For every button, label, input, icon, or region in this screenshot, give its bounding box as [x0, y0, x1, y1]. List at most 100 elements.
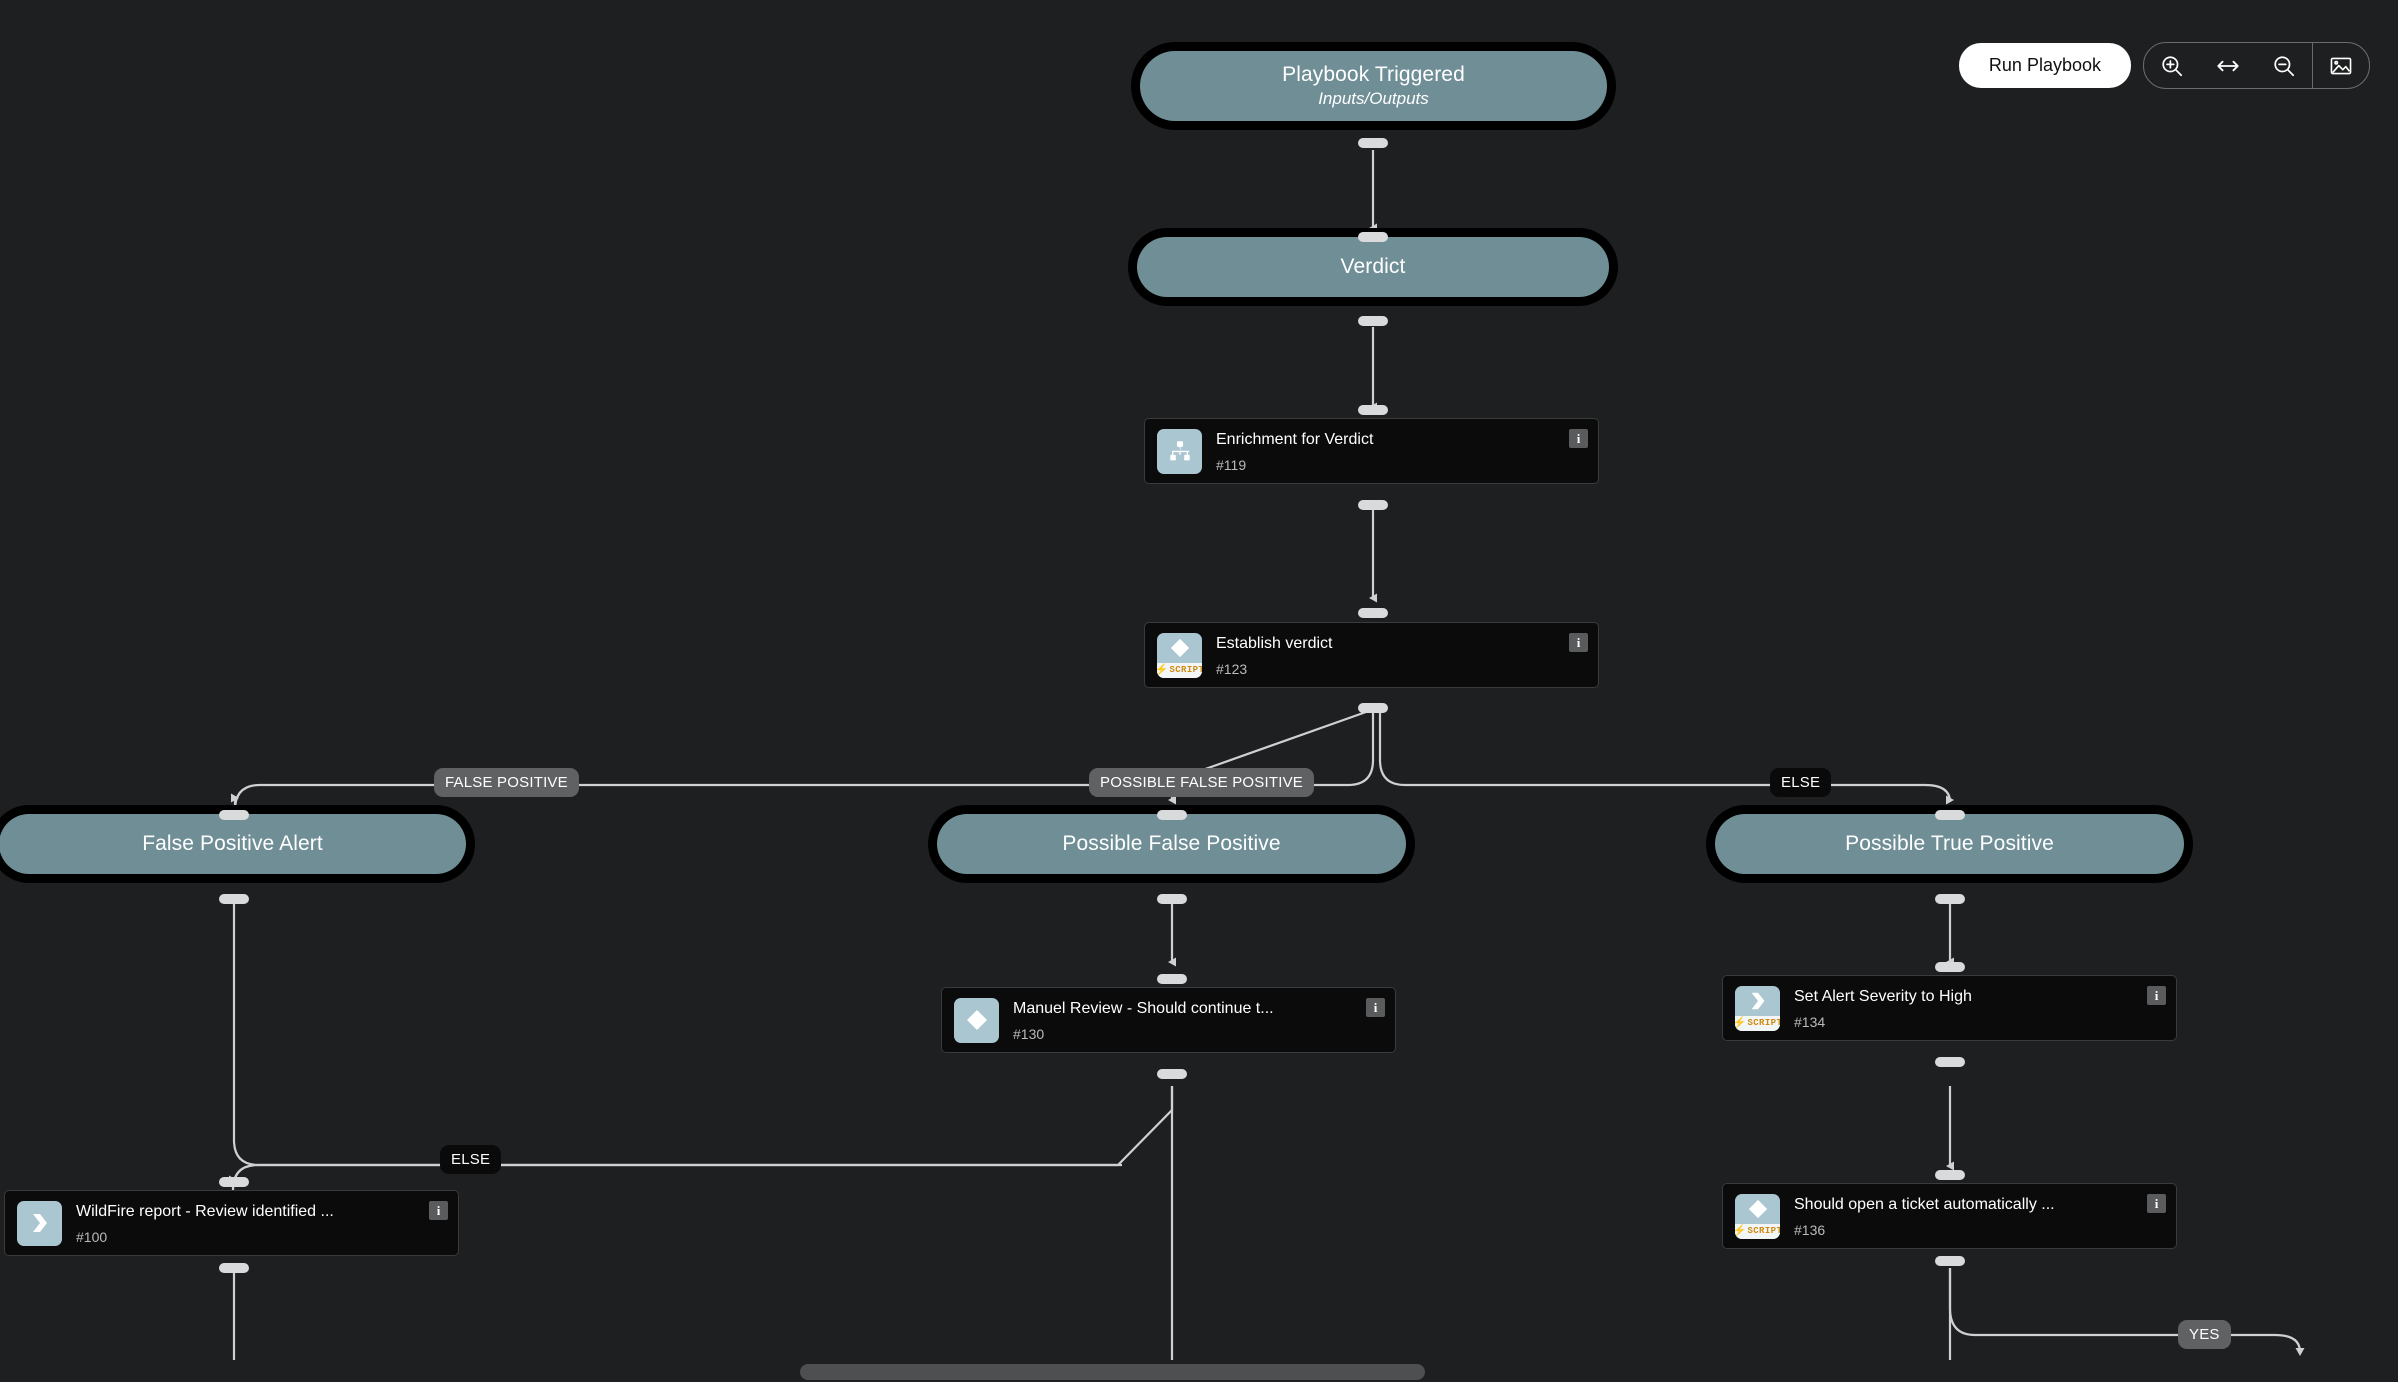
handle-set-alert-severity-in[interactable]: [1935, 962, 1965, 972]
manuel-review-body: Manuel Review - Should continue t... #13…: [999, 999, 1366, 1040]
handle-set-alert-severity-out[interactable]: [1935, 1057, 1965, 1067]
handle-wildfire-report-out[interactable]: [219, 1263, 249, 1273]
set-alert-severity-body: Set Alert Severity to High #134: [1780, 987, 2147, 1028]
node-establish-verdict[interactable]: ⚡ SCRIPT Establish verdict #123 i: [1144, 622, 1599, 688]
diamond-glyph: [1157, 633, 1202, 664]
establish-verdict-title: Establish verdict: [1216, 635, 1333, 653]
node-wildfire-report[interactable]: WildFire report - Review identified ... …: [4, 1190, 459, 1256]
node-enrichment-for-verdict[interactable]: Enrichment for Verdict #119 i: [1144, 418, 1599, 484]
chevron-glyph: [17, 1201, 62, 1246]
horizontal-scrollbar-thumb[interactable]: [800, 1364, 1425, 1380]
condition-diamond-icon: ⚡ SCRIPT: [1157, 632, 1202, 678]
canvas-toolbar: Run Playbook: [1958, 42, 2370, 89]
should-open-ticket-id: #136: [1794, 1221, 1826, 1238]
handle-playbook-triggered-out[interactable]: [1358, 138, 1388, 148]
playbook-triggered-subtitle: Inputs/Outputs: [1318, 88, 1429, 108]
handle-enrichment-in[interactable]: [1358, 405, 1388, 415]
edge-label-else-top[interactable]: ELSE: [1770, 768, 1832, 797]
node-false-positive-alert[interactable]: False Positive Alert: [0, 805, 475, 883]
sub-playbook-icon: [1157, 428, 1202, 474]
script-badge: ⚡ SCRIPT: [1157, 662, 1202, 678]
handle-establish-verdict-out[interactable]: [1358, 703, 1388, 713]
edge-label-yes[interactable]: YES: [2178, 1320, 2231, 1349]
horizontal-scrollbar-track[interactable]: [0, 1360, 2398, 1382]
zoom-controls-group: [2143, 42, 2370, 89]
should-open-ticket-title: Should open a ticket automatically ...: [1794, 1196, 2055, 1214]
set-alert-severity-id: #134: [1794, 1013, 1826, 1030]
sub-playbook-glyph: [1157, 429, 1202, 474]
handle-establish-verdict-in[interactable]: [1358, 608, 1388, 618]
set-alert-severity-title: Set Alert Severity to High: [1794, 988, 1972, 1006]
lightning-icon: ⚡: [1735, 1016, 1747, 1029]
handle-wildfire-report-in[interactable]: [219, 1177, 249, 1187]
lightning-icon: ⚡: [1735, 1224, 1747, 1237]
wildfire-report-id: #100: [76, 1228, 108, 1245]
info-icon[interactable]: i: [2147, 1194, 2166, 1213]
task-chevron-icon: ⚡ SCRIPT: [1735, 985, 1780, 1031]
script-label: SCRIPT: [1747, 1226, 1780, 1236]
handle-verdict-out[interactable]: [1358, 316, 1388, 326]
wildfire-report-title: WildFire report - Review identified ...: [76, 1203, 334, 1221]
false-positive-alert-title: False Positive Alert: [142, 832, 323, 856]
enrichment-body: Enrichment for Verdict #119: [1202, 430, 1569, 471]
handle-false-positive-alert-out[interactable]: [219, 894, 249, 904]
enrichment-id: #119: [1216, 456, 1247, 473]
possible-true-positive-title: Possible True Positive: [1845, 832, 2054, 856]
info-icon[interactable]: i: [1569, 633, 1588, 652]
node-playbook-triggered[interactable]: Playbook Triggered Inputs/Outputs: [1131, 42, 1616, 130]
node-manuel-review[interactable]: Manuel Review - Should continue t... #13…: [941, 987, 1396, 1053]
script-label: SCRIPT: [1169, 665, 1202, 675]
should-open-ticket-body: Should open a ticket automatically ... #…: [1780, 1195, 2147, 1236]
manuel-review-id: #130: [1013, 1025, 1045, 1042]
run-playbook-button[interactable]: Run Playbook: [1958, 43, 2131, 88]
handle-should-open-ticket-in[interactable]: [1935, 1170, 1965, 1180]
false-positive-alert-body: False Positive Alert: [0, 814, 466, 874]
manuel-review-title: Manuel Review - Should continue t...: [1013, 1000, 1274, 1018]
edge-label-else-mid[interactable]: ELSE: [440, 1145, 502, 1174]
chevron-glyph: [1735, 986, 1780, 1017]
diamond-glyph: [1735, 1194, 1780, 1225]
info-icon[interactable]: i: [1569, 429, 1588, 448]
info-icon[interactable]: i: [2147, 986, 2166, 1005]
establish-verdict-body: Establish verdict #123: [1202, 634, 1569, 675]
node-should-open-ticket[interactable]: ⚡ SCRIPT Should open a ticket automatica…: [1722, 1183, 2177, 1249]
possible-true-positive-body: Possible True Positive: [1715, 814, 2184, 874]
verdict-title: Verdict: [1340, 255, 1406, 279]
handle-manuel-review-out[interactable]: [1157, 1069, 1187, 1079]
condition-diamond-icon: [954, 997, 999, 1043]
fit-horizontal-icon[interactable]: [2200, 43, 2256, 88]
diamond-glyph: [954, 998, 999, 1043]
condition-diamond-icon: ⚡ SCRIPT: [1735, 1193, 1780, 1239]
edge-label-possible-false-positive[interactable]: POSSIBLE FALSE POSITIVE: [1089, 768, 1315, 797]
handle-verdict-in[interactable]: [1358, 232, 1388, 242]
node-set-alert-severity[interactable]: ⚡ SCRIPT Set Alert Severity to High #134…: [1722, 975, 2177, 1041]
handle-enrichment-out[interactable]: [1358, 500, 1388, 510]
establish-verdict-id: #123: [1216, 660, 1248, 677]
possible-false-positive-body: Possible False Positive: [937, 814, 1406, 874]
script-badge: ⚡ SCRIPT: [1735, 1015, 1780, 1031]
info-icon[interactable]: i: [1366, 998, 1385, 1017]
zoom-in-icon[interactable]: [2144, 43, 2200, 88]
script-label: SCRIPT: [1747, 1018, 1780, 1028]
enrichment-title: Enrichment for Verdict: [1216, 431, 1374, 449]
playbook-triggered-title: Playbook Triggered: [1282, 63, 1465, 87]
possible-false-positive-title: Possible False Positive: [1062, 832, 1281, 856]
info-icon[interactable]: i: [429, 1201, 448, 1220]
image-export-icon[interactable]: [2312, 43, 2369, 88]
edge-label-false-positive[interactable]: FALSE POSITIVE: [434, 768, 579, 797]
script-badge: ⚡ SCRIPT: [1735, 1223, 1780, 1239]
handle-manuel-review-in[interactable]: [1157, 974, 1187, 984]
zoom-out-icon[interactable]: [2256, 43, 2312, 88]
handle-possible-true-positive-out[interactable]: [1935, 894, 1965, 904]
playbook-triggered-body: Playbook Triggered Inputs/Outputs: [1140, 51, 1607, 121]
lightning-icon: ⚡: [1157, 663, 1169, 676]
handle-false-positive-alert-in[interactable]: [219, 810, 249, 820]
task-chevron-icon: [17, 1200, 62, 1246]
wildfire-report-body: WildFire report - Review identified ... …: [62, 1202, 429, 1243]
handle-possible-true-positive-in[interactable]: [1935, 810, 1965, 820]
handle-possible-false-positive-out[interactable]: [1157, 894, 1187, 904]
handle-should-open-ticket-out[interactable]: [1935, 1256, 1965, 1266]
handle-possible-false-positive-in[interactable]: [1157, 810, 1187, 820]
